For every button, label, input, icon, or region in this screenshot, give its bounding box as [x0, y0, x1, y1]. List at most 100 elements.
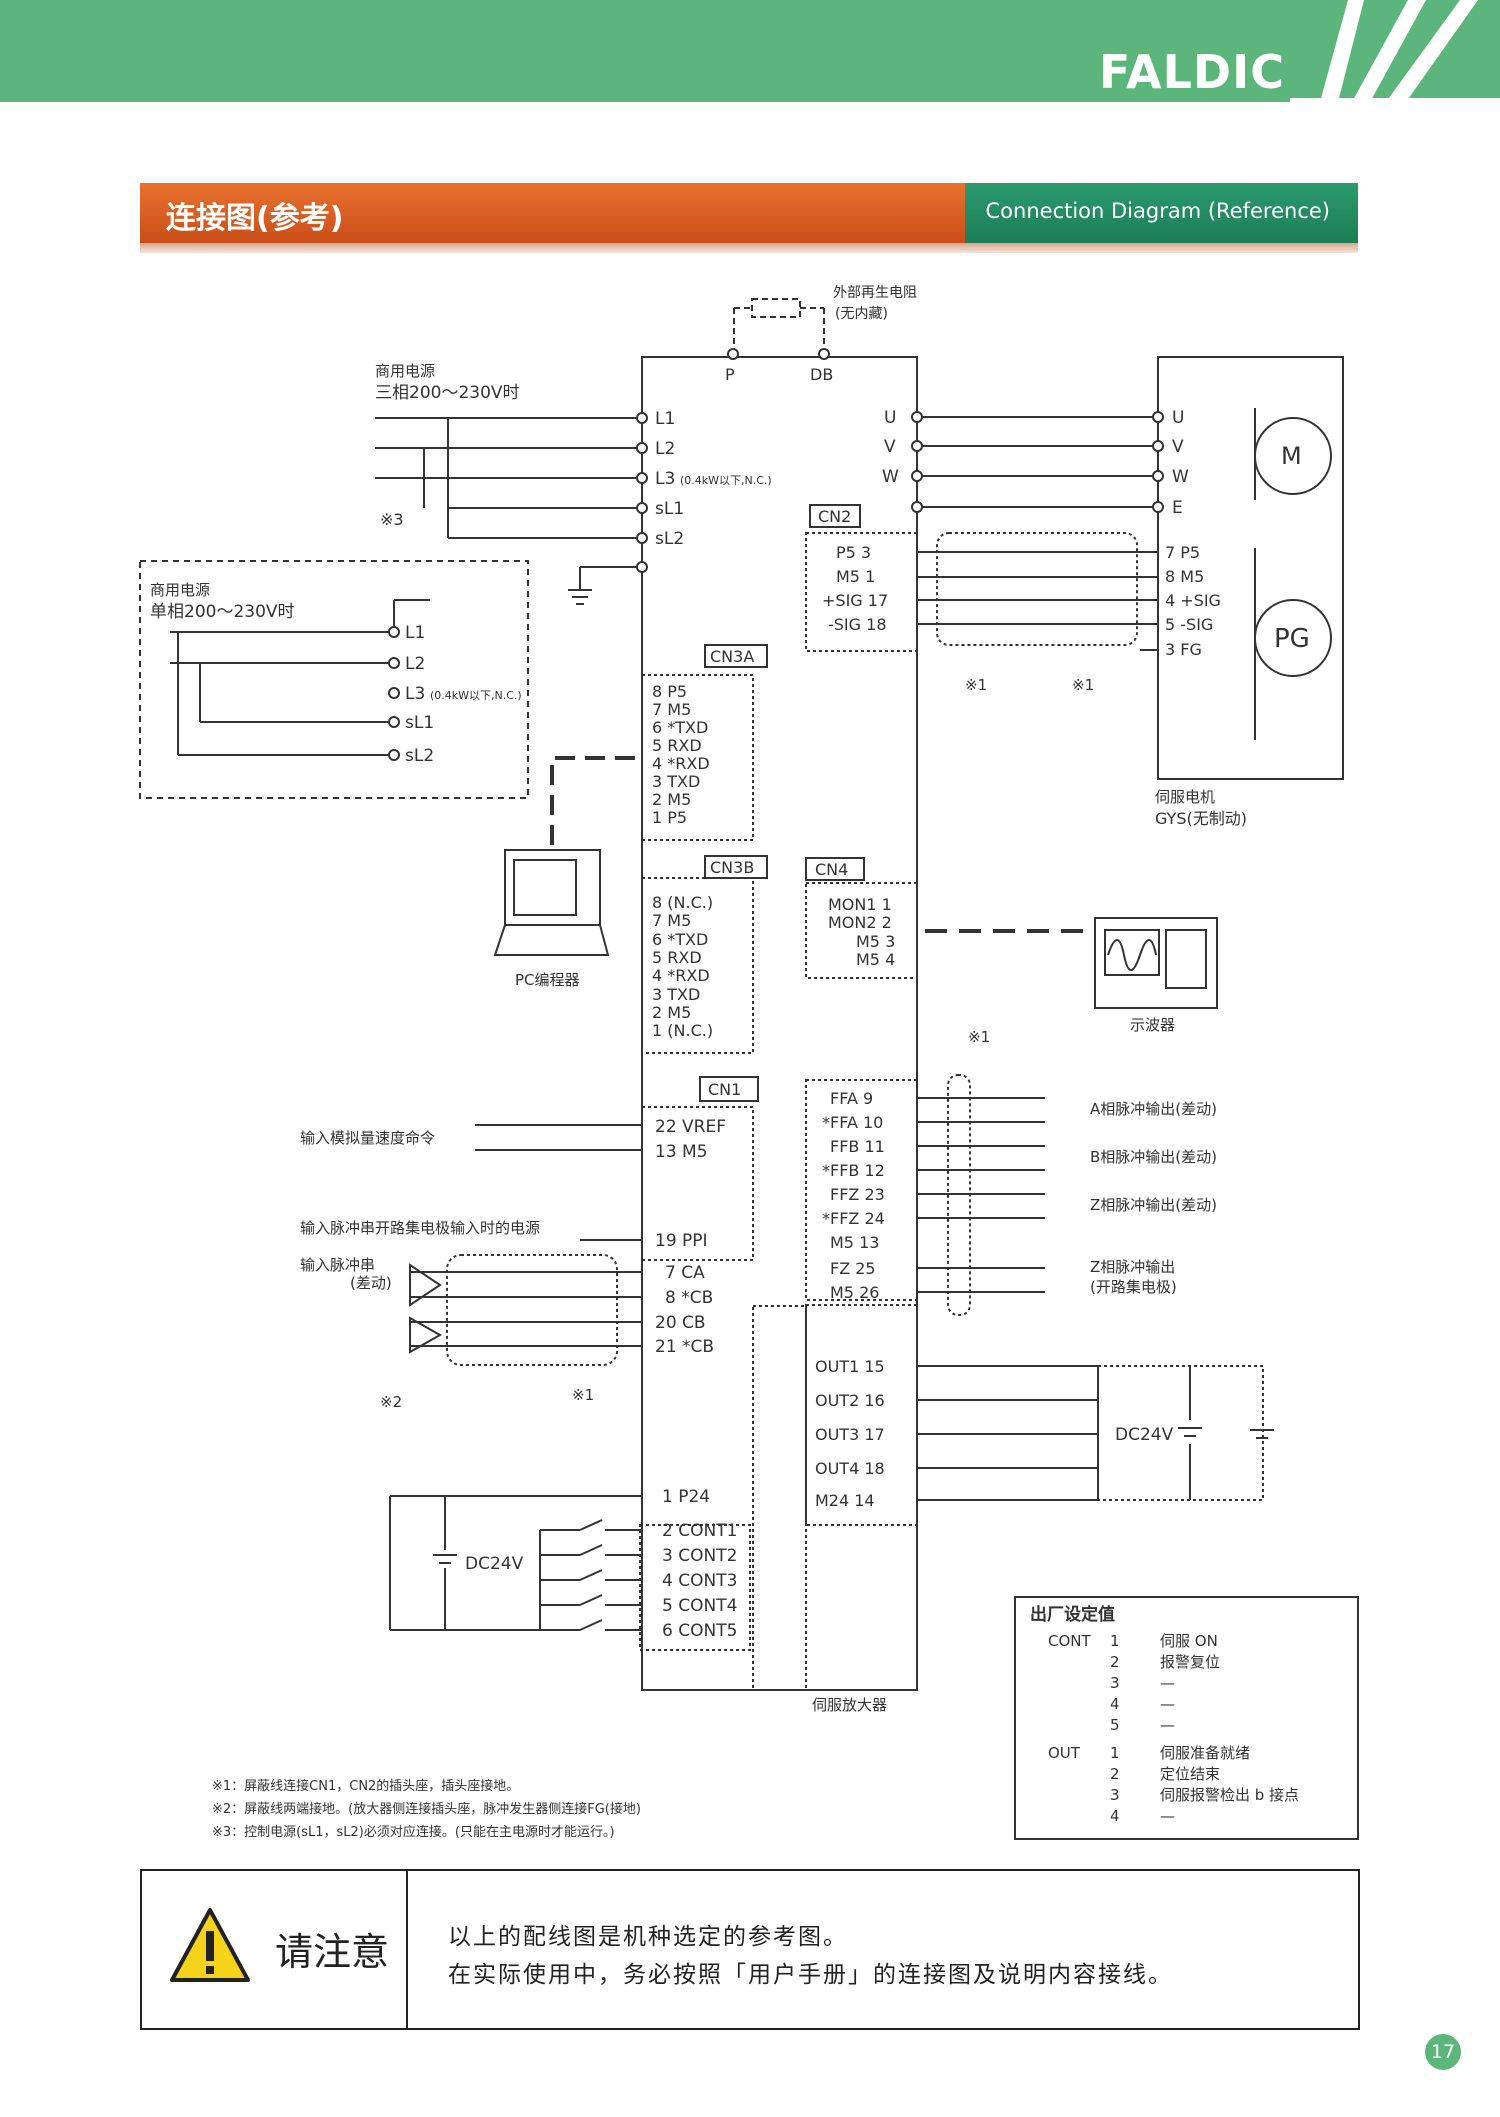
term1-sl1: sL1	[405, 713, 434, 733]
footnote-2: ※2：屏蔽线两端接地。(放大器侧连接插头座，脉冲发生器侧连接FG(接地)	[212, 1801, 641, 1817]
top-bar: FALDIC	[0, 0, 1500, 102]
cn1-left-7: 21 *CB	[655, 1337, 714, 1357]
enc-pin-4: 5 -SIG	[1165, 615, 1213, 634]
note3-mark: ※3	[380, 510, 404, 529]
cn1-right-13: OUT4 18	[815, 1459, 885, 1478]
cn2-pin-4: -SIG 18	[828, 615, 887, 634]
cn1-right-7: M5 13	[830, 1233, 879, 1252]
cn1-right-1: FFA 9	[830, 1089, 873, 1108]
factory-out-4-val: —	[1160, 1807, 1175, 1825]
cn3b-label: CN3B	[710, 858, 754, 877]
cn3a-pin-5: 4 *RXD	[652, 754, 710, 773]
dc24v-output-label: DC24V	[1115, 1425, 1174, 1445]
connection-diagram: 外部再生电阻 (无内藏) P DB 商用电源 三相200～230V时 ※3 商用…	[139, 285, 1359, 1840]
factory-out-3-val: 伺服报警检出 b 接点	[1160, 1786, 1299, 1804]
cn3b-pin-7: 2 M5	[652, 1003, 691, 1022]
factory-cont-3-num: 3	[1110, 1674, 1120, 1692]
term1-l2: L2	[405, 654, 425, 674]
term-l3-note: (0.4kW以下,N.C.)	[680, 474, 772, 487]
motor-v: V	[1172, 437, 1184, 457]
cn1-right-2: *FFA 10	[822, 1113, 883, 1132]
cn3a-pin-6: 3 TXD	[652, 772, 700, 791]
term-l1: L1	[655, 409, 675, 429]
term-l2: L2	[655, 439, 675, 459]
factory-cont-4-val: —	[1160, 1695, 1175, 1713]
page-number: 17	[1425, 2034, 1461, 2070]
term-sl2: sL2	[655, 529, 684, 549]
factory-cont-4-num: 4	[1110, 1695, 1120, 1713]
term-sl1: sL1	[655, 499, 684, 519]
cn2-pin-2: M5 1	[836, 567, 875, 586]
factory-cont-label: CONT	[1048, 1632, 1092, 1650]
cn3b-pin-3: 6 *TXD	[652, 930, 708, 949]
out-b-label: B相脉冲输出(差动)	[1090, 1148, 1217, 1166]
cn1-right-4: *FFB 12	[822, 1161, 885, 1180]
enc-pin-2: 8 M5	[1165, 567, 1204, 586]
cn3b-pin-6: 3 TXD	[652, 985, 700, 1004]
pin-db-label: DB	[810, 365, 833, 384]
factory-out-label: OUT	[1048, 1744, 1081, 1762]
cn1-right-11: OUT2 16	[815, 1391, 885, 1410]
notice-line-1: 以上的配线图是机种选定的参考图。	[448, 1924, 848, 1950]
dc24v-input-label: DC24V	[465, 1554, 524, 1574]
factory-out-1-num: 1	[1110, 1744, 1120, 1762]
analog-input-label: 输入模拟量速度命令	[300, 1129, 435, 1147]
cn1-left-4: 7 CA	[665, 1263, 705, 1283]
cn1-right-12: OUT3 17	[815, 1425, 885, 1444]
note1-mark: ※1	[572, 1386, 594, 1404]
ext-resistor-label-1: 外部再生电阻	[833, 285, 917, 301]
amp-caption: 伺服放大器	[812, 1696, 887, 1714]
cn1-left-3: 19 PPI	[655, 1231, 708, 1251]
ext-resistor-label-2: (无内藏)	[835, 306, 888, 322]
out-a-label: A相脉冲输出(差动)	[1090, 1100, 1217, 1118]
out-zoc-label-1: Z相脉冲输出	[1090, 1258, 1175, 1276]
enc-pin-5: 3 FG	[1165, 640, 1202, 659]
term1-l3: L3	[405, 684, 425, 704]
cn4-pin-1: MON1 1	[828, 895, 892, 914]
cn3a-pin-2: 7 M5	[652, 700, 691, 719]
banner-shadow	[140, 243, 1358, 253]
power1-label-2: 单相200～230V时	[150, 602, 295, 622]
notice-title: 请注意	[275, 1930, 390, 1974]
cn1-left-1: 22 VREF	[655, 1117, 726, 1137]
shield-mark-b: ※1	[1072, 676, 1094, 694]
factory-out-2-val: 定位结束	[1160, 1765, 1220, 1783]
factory-title: 出厂设定值	[1030, 1604, 1115, 1625]
cn3b-pin-2: 7 M5	[652, 911, 691, 930]
motor-caption-2: GYS(无制动)	[1155, 809, 1247, 828]
footnote-3: ※3：控制电源(sL1，sL2)必须对应连接。(只能在主电源时才能运行。)	[212, 1824, 615, 1840]
cn3a-pin-4: 5 RXD	[652, 736, 702, 755]
cn1-right-3: FFB 11	[830, 1137, 885, 1156]
scope-label: 示波器	[1130, 1016, 1175, 1034]
cn1-right-6: *FFZ 24	[822, 1209, 885, 1228]
pin-p-label: P	[725, 365, 735, 384]
cn4-label: CN4	[815, 860, 848, 879]
cn3a-pin-3: 6 *TXD	[652, 718, 708, 737]
factory-cont-3-val: —	[1160, 1674, 1175, 1692]
out-zoc-label-2: (开路集电极)	[1090, 1278, 1177, 1296]
cn1-left-6: 20 CB	[655, 1313, 706, 1333]
notice-box: 请注意 以上的配线图是机种选定的参考图。 在实际使用中，务必按照「用户手册」的连…	[140, 1869, 1360, 2030]
motor-e: E	[1172, 498, 1183, 518]
cn1-left-12: 5 CONT4	[662, 1596, 737, 1616]
motor-symbol: M	[1281, 442, 1302, 470]
out-v: V	[884, 437, 896, 457]
footnote-1: ※1：屏蔽线连接CN1，CN2的插头座，插头座接地。	[212, 1778, 519, 1794]
pulse-power-label: 输入脉冲串开路集电极输入时的电源	[300, 1219, 540, 1237]
cn4-pin-2: MON2 2	[828, 913, 892, 932]
cn1-label: CN1	[708, 1080, 741, 1099]
power3-label-2: 三相200～230V时	[375, 383, 520, 403]
power1-label-1: 商用电源	[150, 581, 210, 599]
enc-pin-1: 7 P5	[1165, 543, 1200, 562]
term1-l1: L1	[405, 623, 425, 643]
factory-out-1-val: 伺服准备就绪	[1160, 1744, 1250, 1762]
cn3b-pin-4: 5 RXD	[652, 948, 702, 967]
cn1-left-13: 6 CONT5	[662, 1621, 737, 1641]
cn1-left-9: 2 CONT1	[662, 1521, 737, 1541]
cn1-left-11: 4 CONT3	[662, 1571, 737, 1591]
cn3b-pin-1: 8 (N.C.)	[652, 893, 713, 912]
cn3a-pin-7: 2 M5	[652, 790, 691, 809]
cn3b-pin-5: 4 *RXD	[652, 966, 710, 985]
out-z-label: Z相脉冲输出(差动)	[1090, 1196, 1217, 1214]
cn2-label: CN2	[818, 507, 851, 526]
